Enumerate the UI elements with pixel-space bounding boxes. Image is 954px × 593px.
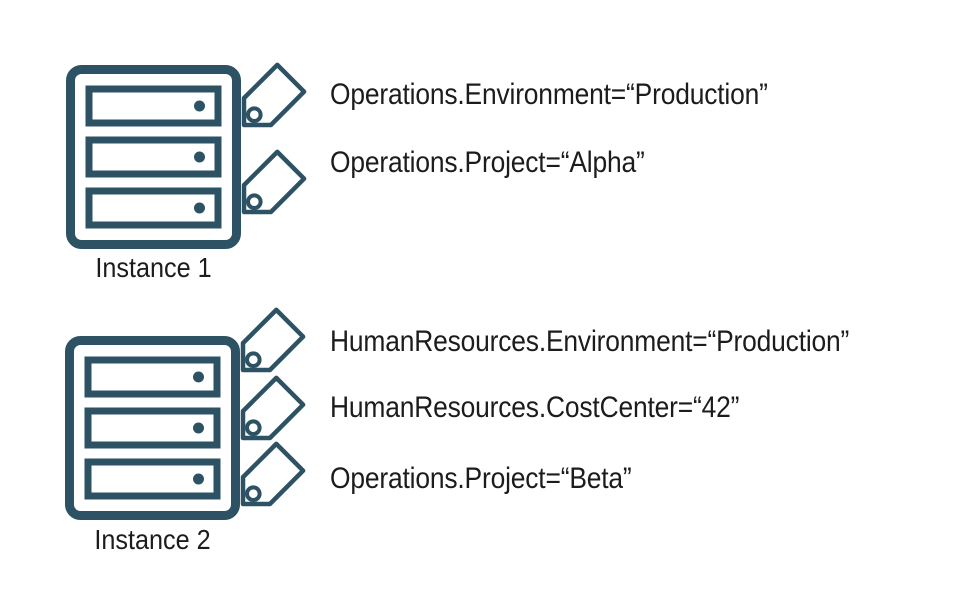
server-icon — [65, 336, 240, 520]
tag-icon — [232, 61, 308, 129]
tag-icon — [231, 374, 307, 442]
tag-icon — [231, 306, 307, 374]
tag-icon — [231, 440, 307, 508]
server-icon — [66, 65, 241, 249]
tag-icon — [232, 148, 308, 216]
tag-text: Operations.Project=“Beta” — [330, 462, 632, 495]
instance-2-label: Instance 2 — [94, 524, 211, 555]
tag-text: HumanResources.CostCenter=“42” — [330, 391, 740, 424]
instance-1-label: Instance 1 — [95, 252, 212, 283]
tag-text: HumanResources.Environment=“Production” — [330, 325, 850, 358]
tag-text: Operations.Project=“Alpha” — [330, 146, 645, 179]
tag-text: Operations.Environment=“Production” — [330, 78, 768, 111]
